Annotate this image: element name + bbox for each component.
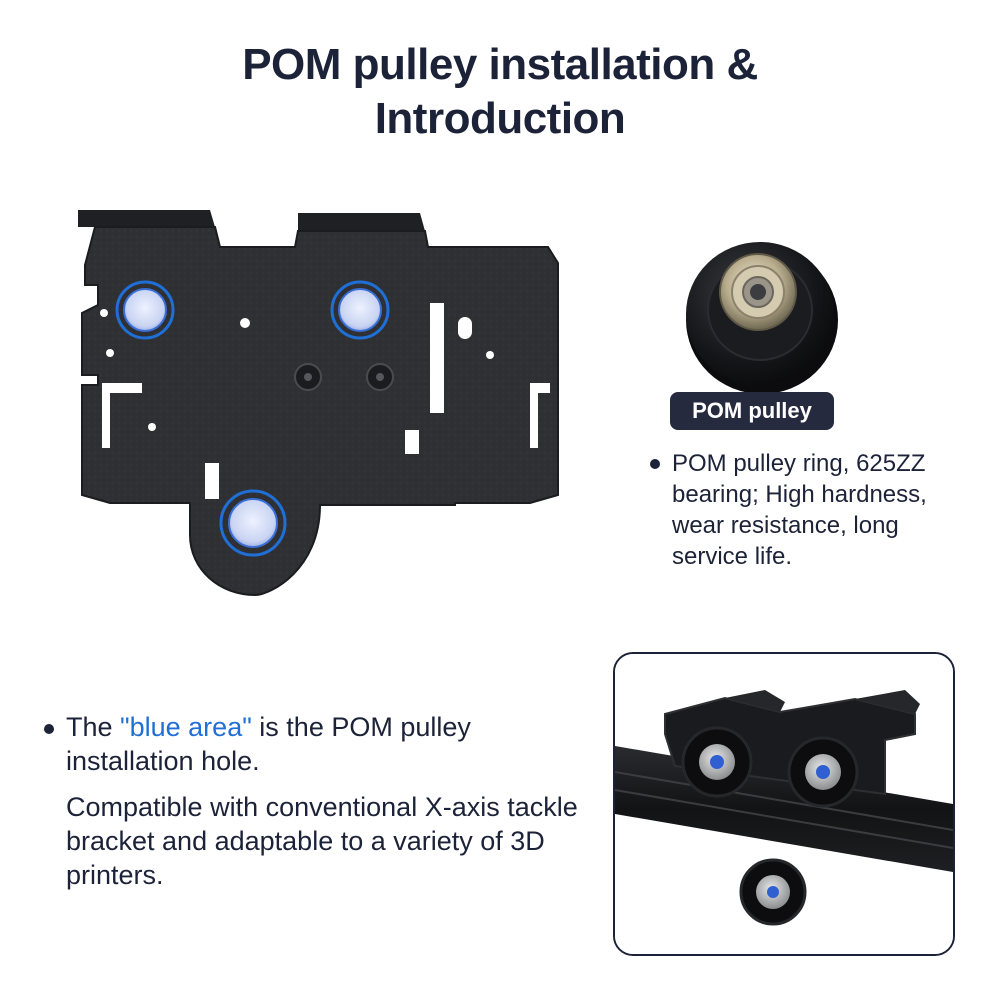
compatibility-text: Compatible with conventional X-axis tack…	[66, 792, 578, 890]
bullet-dot-icon	[44, 724, 54, 734]
page-title: POM pulley installation & Introduction	[0, 38, 1000, 146]
rail-assembly-image	[615, 654, 953, 954]
pulley-wheel-right	[787, 736, 859, 808]
install-hole-top-left	[115, 280, 175, 340]
pulley-description: POM pulley ring, 625ZZ bearing; High har…	[672, 450, 927, 570]
installation-note-suffix: is the POM pulley installation hole.	[66, 712, 471, 776]
install-hole-bottom	[219, 489, 287, 557]
pom-pulley-image	[686, 242, 838, 394]
installation-note-item: The "blue area" is the POM pulley instal…	[44, 710, 586, 778]
title-line-1: POM pulley installation &	[242, 40, 758, 89]
pom-pulley-badge: POM pulley	[670, 392, 834, 430]
installation-note-prefix: The	[66, 712, 121, 742]
mounting-plate-image	[78, 210, 559, 597]
bullet-dot-icon	[650, 459, 660, 469]
install-hole-top-right	[330, 280, 390, 340]
pulley-wheel-left	[681, 726, 753, 798]
pulley-spec-item: POM pulley ring, 625ZZ bearing; High har…	[650, 448, 972, 572]
pulley-spec-list: POM pulley ring, 625ZZ bearing; High har…	[650, 448, 972, 572]
title-line-2: Introduction	[374, 94, 626, 143]
mounted-pulleys-photo	[613, 652, 955, 956]
pulley-wheel-bottom	[739, 858, 807, 926]
blue-area-highlight: "blue area"	[120, 712, 252, 742]
installation-note-list: The "blue area" is the POM pulley instal…	[44, 710, 586, 778]
